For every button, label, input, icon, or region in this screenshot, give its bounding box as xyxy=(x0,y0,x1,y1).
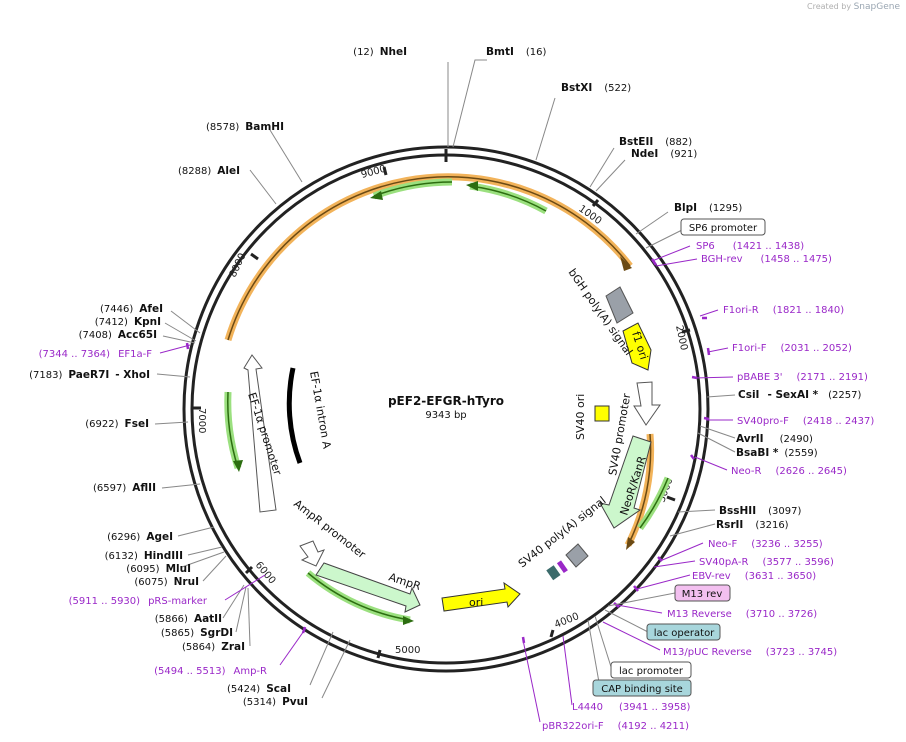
tick-2000: 2000 xyxy=(673,324,689,351)
small-purple-feature xyxy=(556,560,568,574)
site-aatii: (5866)AatII xyxy=(155,613,222,625)
primer-m13-puc: M13/pUC Reverse(3723 .. 3745) xyxy=(663,647,837,658)
primer-l4440: L4440(3941 .. 3958) xyxy=(572,702,691,713)
snapgene-credit: Created by SnapGene xyxy=(807,2,900,12)
sv40-promoter-feature xyxy=(633,381,661,426)
sv40-polya-feature xyxy=(565,543,589,568)
primer-pbr322: pBR322ori-F(4192 .. 4211) xyxy=(542,721,689,732)
ampr-feature xyxy=(315,562,421,613)
site-rsrii: RsrII(3216) xyxy=(716,519,789,531)
ef1-promoter-feature xyxy=(243,354,277,513)
primer-sv40pro-f: SV40pro-F(2418 .. 2437) xyxy=(737,416,874,427)
site-zrai: (5864)ZraI xyxy=(182,641,245,653)
site-alei: (8288)AleI xyxy=(178,165,240,177)
primer-amp-r: (5494 .. 5513)Amp-R xyxy=(154,666,267,677)
site-bamhi: (8578)BamHI xyxy=(206,121,284,133)
primer-sp6: SP6(1421 .. 1438) xyxy=(696,241,804,252)
credit-prefix: Created by xyxy=(807,2,852,11)
site-bsshii: BssHII(3097) xyxy=(719,505,801,517)
site-labels: (12)NheI BmtI(16) BstXI(522) BstEII(882)… xyxy=(29,46,861,708)
primer-m13-reverse: M13 Reverse(3710 .. 3726) xyxy=(667,609,817,620)
primer-bgh-rev: BGH-rev(1458 .. 1475) xyxy=(701,254,832,265)
site-avrii: AvrII(2490) xyxy=(736,433,813,445)
lac-operator-text: lac operator xyxy=(654,628,715,639)
site-agei: (6296)AgeI xyxy=(107,531,173,543)
neo-feature xyxy=(599,435,652,529)
site-nrui: (6075)NruI xyxy=(134,576,199,588)
tick-7000: 7000 xyxy=(196,408,207,433)
primer-labels: SP6(1421 .. 1438) BGH-rev(1458 .. 1475) … xyxy=(39,241,875,732)
site-bsteii: BstEII(882) xyxy=(619,136,692,148)
site-bsabi: BsaBI *(2559) xyxy=(736,447,818,459)
site-bstxi: BstXI(522) xyxy=(561,82,631,94)
tick-9000: 9000 xyxy=(360,164,387,181)
ef1-intron-feature xyxy=(286,367,303,464)
f1-ori-feature xyxy=(622,322,652,371)
center-title: pEF2-EFGR-hTyro 9343 bp xyxy=(388,394,504,421)
primer-pbabe: pBABE 3'(2171 .. 2191) xyxy=(737,372,868,383)
site-csii: CsiI- SexAI *(2257) xyxy=(738,389,861,401)
lac-promoter-text: lac promoter xyxy=(619,666,684,677)
primer-f1ori-f: F1ori-F(2031 .. 2052) xyxy=(732,343,852,354)
primer-neo-f: Neo-F(3236 .. 3255) xyxy=(708,539,823,550)
sp6-promoter-box xyxy=(680,218,766,236)
plasmid-name: pEF2-EFGR-hTyro xyxy=(388,394,504,408)
boxed-labels: SP6 promoter M13 rev lac operator lac pr… xyxy=(592,218,766,697)
feature-arrows xyxy=(243,286,661,613)
primer-sv40pa-r: SV40pA-R(3577 .. 3596) xyxy=(699,557,834,568)
ef1-intron-label: EF-1α intron A xyxy=(307,370,333,450)
primer-neo-r: Neo-R(2626 .. 2645) xyxy=(731,466,847,477)
site-mlui: (6095)MluI xyxy=(126,563,191,575)
site-scai: (5424)ScaI xyxy=(227,683,291,695)
snapgene-logo: SnapGene xyxy=(853,2,900,12)
site-kpni: (7412)KpnI xyxy=(95,316,161,328)
small-dark-feature xyxy=(546,565,561,581)
orange-orf-arcs xyxy=(224,173,655,550)
site-pvui: (5314)PvuI xyxy=(243,696,308,708)
plasmid-length: 9343 bp xyxy=(425,410,466,421)
primer-ebv-rev: EBV-rev(3631 .. 3650) xyxy=(692,571,816,582)
ampr-promoter-feature xyxy=(299,540,325,567)
box-leaders xyxy=(587,227,687,689)
ampr-promoter-label: AmpR promoter xyxy=(291,497,368,561)
cap-binding-text: CAP binding site xyxy=(601,684,683,695)
ori-label: ori xyxy=(469,596,483,609)
green-orf-arcs xyxy=(224,178,672,625)
lac-operator-box xyxy=(646,623,721,641)
site-leaders xyxy=(154,59,736,699)
sv40-ori-feature xyxy=(594,405,610,422)
sv40-ori-label: SV40 ori xyxy=(574,394,587,440)
site-blpi: BlpI(1295) xyxy=(674,202,742,214)
site-nhei: (12)NheI xyxy=(353,46,407,58)
site-sgrdi: (5865)SgrDI xyxy=(161,627,233,639)
tick-labels: 1000 2000 3000 4000 5000 6000 7000 8000 … xyxy=(196,164,689,656)
primer-ef1a-f: (7344 .. 7364)EF1a-F xyxy=(39,349,153,360)
site-ndei: NdeI(921) xyxy=(631,148,697,160)
cap-binding-box xyxy=(592,679,692,697)
sp6-promoter-text: SP6 promoter xyxy=(689,223,758,234)
site-afei: (7446)AfeI xyxy=(100,303,163,315)
site-fsei: (6922)FseI xyxy=(85,418,149,430)
tick-8000: 8000 xyxy=(228,252,249,280)
bgh-polya-feature xyxy=(605,286,634,324)
primer-f1ori-r: F1ori-R(1821 .. 1840) xyxy=(723,305,844,316)
primer-leaders xyxy=(159,245,734,723)
tick-6000: 6000 xyxy=(253,560,278,587)
backbone-ticks xyxy=(193,149,691,659)
sv40-polya-label: SV40 poly(A) signal xyxy=(516,494,609,570)
site-bmti: BmtI(16) xyxy=(486,46,547,58)
site-hindiii: (6132)HindIII xyxy=(105,550,183,562)
site-paer7i: (7183)PaeR7I- XhoI xyxy=(29,369,150,381)
site-acc65i: (7408)Acc65I xyxy=(79,329,157,341)
primer-prs-marker: (5911 .. 5930)pRS-marker xyxy=(69,596,208,607)
primer-ticks xyxy=(185,258,711,644)
tick-5000: 5000 xyxy=(395,645,420,656)
ori-feature xyxy=(441,581,521,612)
lac-promoter-box xyxy=(610,661,692,679)
m13-rev-box xyxy=(674,584,731,602)
site-aflii: (6597)AflII xyxy=(93,482,156,494)
m13-rev-text: M13 rev xyxy=(682,589,723,600)
